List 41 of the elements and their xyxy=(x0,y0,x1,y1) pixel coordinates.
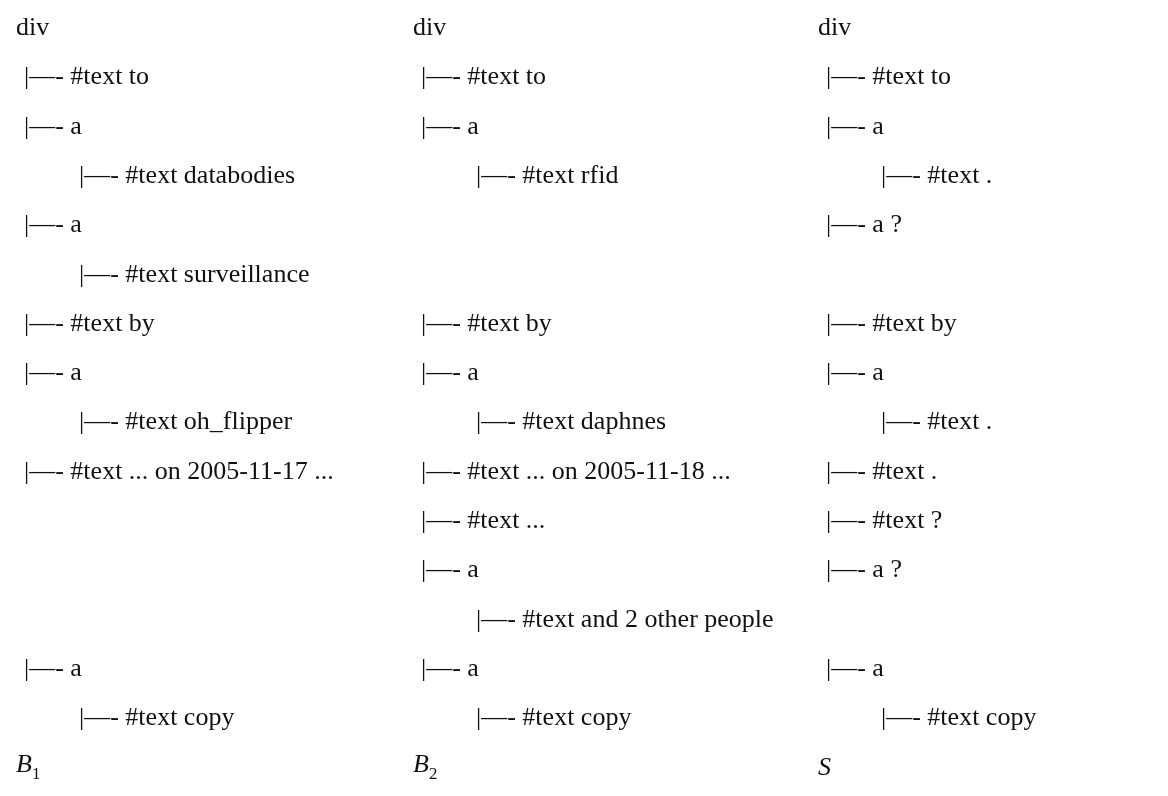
tree-caption: B$_{1}$ xyxy=(16,750,41,783)
tree-caption: B$_{2}$ xyxy=(413,750,438,783)
tree-node-label: |—- #text surveillance xyxy=(79,260,310,287)
tree-node-label: |—- #text databodies xyxy=(79,161,296,188)
tree-node-label: |—- a xyxy=(421,556,479,583)
tree-node-label: |—- #text . xyxy=(881,161,993,188)
tree-node-label: |—- a xyxy=(24,112,82,139)
tree-node-label: |—- #text to xyxy=(421,63,547,90)
tree-root-label: div xyxy=(818,14,852,40)
tree-node-label: |—- a xyxy=(826,654,884,681)
tree-node-label: |—- a xyxy=(421,654,479,681)
tree-node-label: |—- #text to xyxy=(24,63,150,90)
tree-node-label: |—- #text copy xyxy=(79,704,235,731)
tree-root-label: div xyxy=(413,14,447,40)
tree-node-label: |—- a xyxy=(24,359,82,386)
tree-node-label: |—- #text and 2 other people xyxy=(476,605,774,632)
tree-node-label: |—- #text to xyxy=(826,63,952,90)
tree-node-label: |—- a xyxy=(826,359,884,386)
tree-node-label: |—- #text by xyxy=(421,309,552,336)
tree-node-label: |—- #text oh_flipper xyxy=(79,408,293,435)
tree-node-label: |—- a xyxy=(421,359,479,386)
tree-node-label: |—- #text copy xyxy=(881,704,1037,731)
tree-node-label: |—- #text by xyxy=(826,309,957,336)
tree-node-label: |—- #text . xyxy=(881,408,993,435)
tree-node-label: |—- a xyxy=(421,112,479,139)
tree-node-label: |—- a xyxy=(24,211,82,238)
tree-caption: S xyxy=(818,753,831,780)
tree-node-label: |—- a ? xyxy=(826,556,902,583)
tree-node-label: |—- #text ... on 2005-11-17 ... xyxy=(24,457,334,484)
tree-node-label: |—- #text . xyxy=(826,457,938,484)
tree-node-label: |—- #text ... xyxy=(421,507,546,533)
tree-node-label: |—- a xyxy=(826,112,884,139)
tree-node-label: |—- #text rfid xyxy=(476,161,619,188)
tree-node-label: |—- #text copy xyxy=(476,704,632,731)
tree-node-label: |—- #text ... on 2005-11-18 ... xyxy=(421,457,731,484)
tree-node-label: |—- a xyxy=(24,654,82,681)
tree-node-label: |—- #text daphnes xyxy=(476,408,667,435)
tree-node-label: |—- a ? xyxy=(826,211,902,238)
tree-node-label: |—- #text ? xyxy=(826,507,943,533)
tree-root-label: div xyxy=(16,14,50,40)
tree-node-label: |—- #text by xyxy=(24,309,155,336)
